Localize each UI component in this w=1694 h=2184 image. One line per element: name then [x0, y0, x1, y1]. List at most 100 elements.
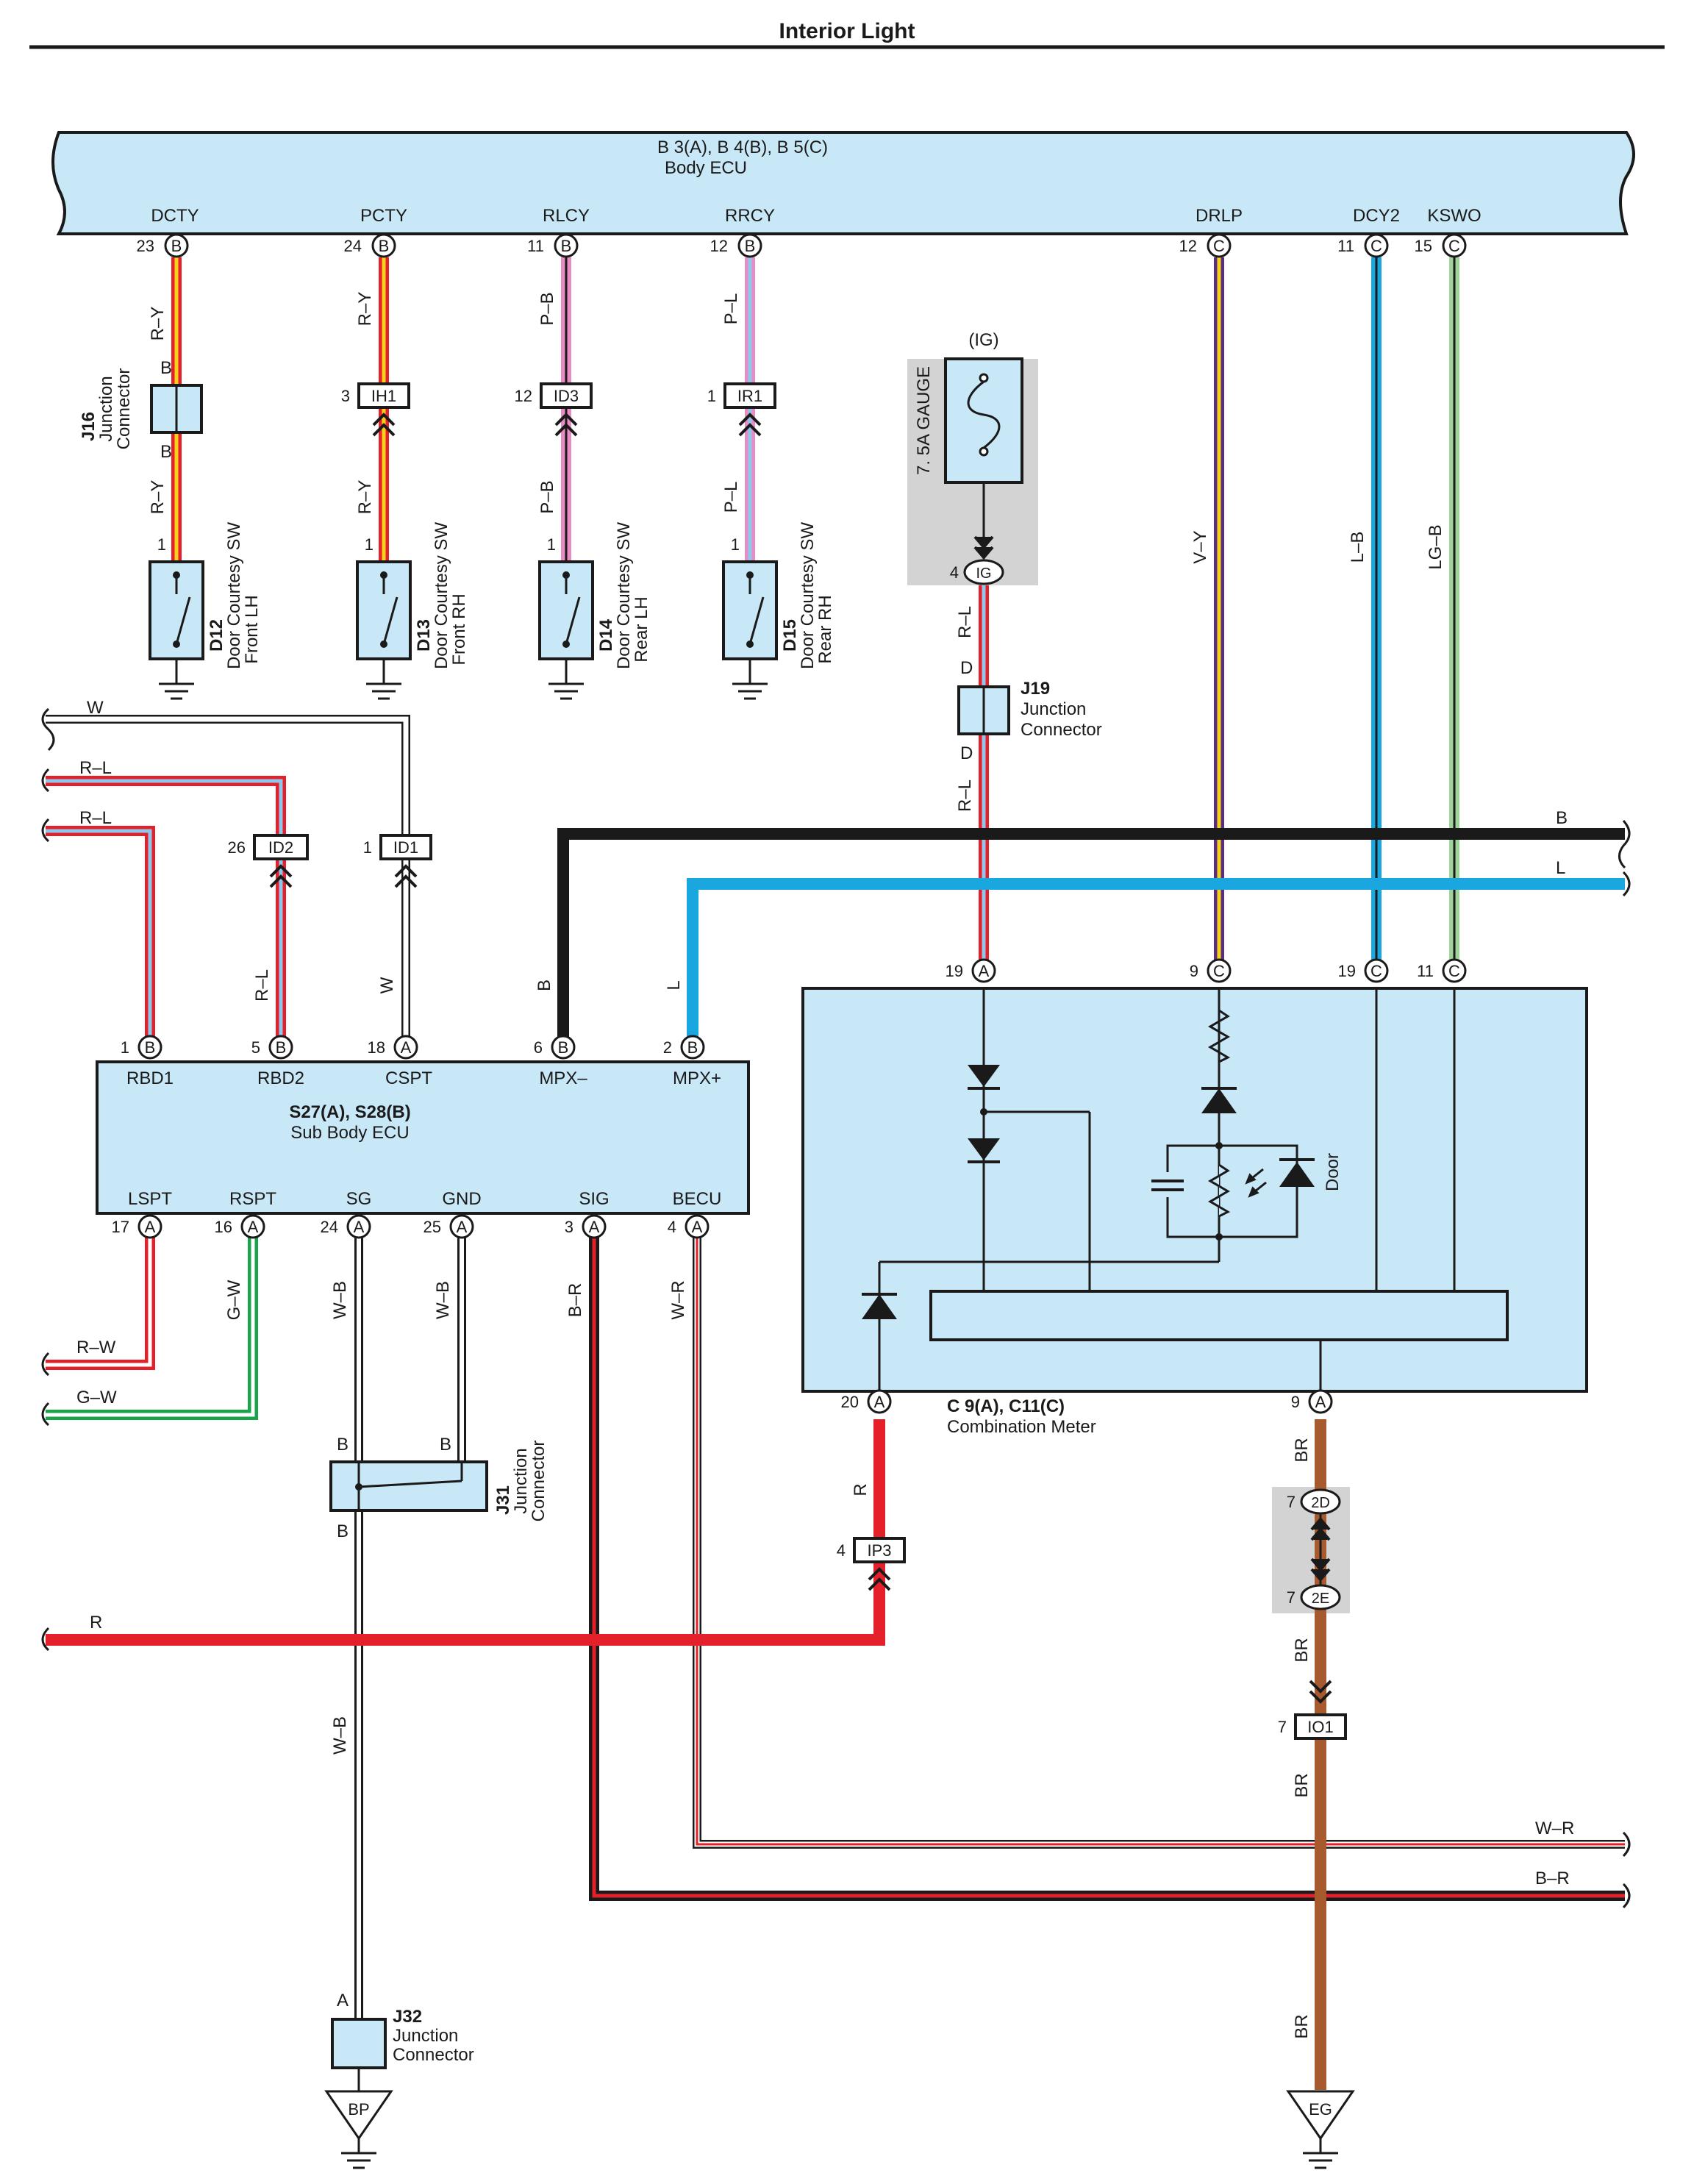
wire-label-r-l-left-2: R–L	[79, 808, 112, 828]
terminal-dcy2: DCY2	[1353, 206, 1400, 226]
j31-pin-3: B	[337, 1521, 349, 1541]
wire-w-id1	[46, 715, 410, 1037]
wire-label-g-w: G–W	[76, 1388, 117, 1407]
sub-pin-gnd	[449, 1214, 474, 1239]
sub-pin-rbd1-conn: B	[145, 1038, 156, 1057]
sub-pin-mpx-plus-num: 2	[663, 1038, 672, 1057]
sub-ecu-label-mpx-plus: MPX+	[673, 1068, 721, 1088]
j32-line-1: Junction	[393, 2026, 458, 2046]
meter-diode-2	[968, 1138, 1000, 1160]
wire-label-r-l-ig-b: R–L	[955, 779, 975, 812]
meter-pin-9c	[1207, 958, 1232, 983]
meter-pin-9a	[1308, 1389, 1333, 1414]
sub-body-ecu: S27(A), S28(B) Sub Body ECU RBD1 RBD2 CS…	[96, 1060, 750, 1215]
sub-ecu-label-becu: BECU	[673, 1189, 722, 1209]
pin-pcty-conn: B	[379, 237, 390, 255]
sub-body-ecu-pins: B 1 B 5 A 18 B 6 B 2 A 17 A 16 A 24 A 25…	[112, 1035, 710, 1239]
wire-break-left	[41, 707, 55, 1652]
wire-label-p-l-a: P–L	[721, 293, 741, 325]
sub-pin-becu-conn: A	[692, 1218, 703, 1236]
meter-pin-11c-num: 11	[1417, 962, 1434, 980]
d14-pin: 1	[547, 535, 556, 554]
d12-line-2: Front LH	[242, 595, 262, 663]
sub-pin-sg-conn: A	[354, 1218, 365, 1236]
sub-ecu-label-sg: SG	[346, 1189, 372, 1209]
sub-pin-gnd-conn: A	[457, 1218, 468, 1236]
sub-pin-cspt-conn: A	[401, 1038, 412, 1057]
meter-resistor-2	[1208, 1163, 1231, 1218]
sub-pin-gnd-num: 25	[424, 1218, 441, 1236]
ir1-name: IR1	[737, 387, 762, 405]
j31-id: J31	[493, 1485, 513, 1515]
d15-line-2: Rear RH	[815, 595, 835, 663]
wire-label-w-r: W–R	[1535, 1819, 1574, 1838]
d14-door-courtesy-switch: 1 D14 Door Courtesy SW Rear LH	[538, 522, 651, 700]
pin-rrcy	[737, 233, 762, 258]
fuse-name: 7. 5A GAUGE	[914, 366, 934, 475]
terminal-pcty: PCTY	[360, 206, 407, 226]
ground-bp-label: BP	[348, 2100, 369, 2119]
io1-connector: IO1 7	[1278, 1680, 1347, 1740]
pin-rrcy-conn: B	[745, 237, 756, 255]
j32-line-2: Connector	[393, 2045, 474, 2065]
ir1-connector: IR1 1	[707, 382, 776, 437]
d12-id: D12	[207, 619, 226, 652]
wire-r-l-id2	[46, 776, 286, 1037]
d14-line-1: Door Courtesy SW	[614, 522, 634, 669]
d13-door-courtesy-switch: 1 D13 Door Courtesy SW Front RH	[356, 522, 469, 700]
meter-pin-19a-conn: A	[979, 962, 990, 980]
meter-pin-19a-num: 19	[946, 962, 963, 980]
j16-line-2: Connector	[114, 368, 134, 450]
meter-pin-19c-conn: C	[1370, 962, 1382, 980]
meter-name: C 9(A), C11(C)	[947, 1396, 1065, 1416]
wire-label-w-id1: W	[377, 977, 397, 993]
wire-label-b-r-sig: B–R	[565, 1283, 585, 1318]
sub-pin-sg	[346, 1214, 371, 1239]
id1-pin: 1	[363, 838, 372, 857]
wire-label-br-4: BR	[1292, 2014, 1312, 2038]
wire-label-w-b-gnd: W–B	[433, 1281, 453, 1319]
wire-label-p-b-b: P–B	[537, 480, 557, 513]
meter-diode-3	[1201, 1088, 1237, 1113]
wire-label-w-left: W	[87, 698, 104, 718]
pin-drlp	[1207, 233, 1232, 258]
sub-pin-lspt-conn: A	[145, 1218, 156, 1236]
id3-connector: ID3 12	[515, 382, 593, 437]
d15-line-1: Door Courtesy SW	[798, 522, 818, 669]
gauge-fuse: (IG) 7. 5A GAUGE IG 4	[907, 330, 1038, 585]
wire-lspt-r-w	[46, 1235, 155, 1370]
sub-pin-mpx-minus-conn: B	[558, 1038, 569, 1057]
pin-dcty-num: 23	[137, 237, 154, 255]
sub-ecu-label-mpx-minus: MPX–	[539, 1068, 587, 1088]
pin-rlcy	[554, 233, 579, 258]
ih1-pin: 3	[341, 387, 350, 405]
terminal-kswo: KSWO	[1427, 206, 1481, 226]
j16-pin-bottom: B	[160, 442, 172, 462]
terminal-rrcy: RRCY	[725, 206, 775, 226]
d12-door-courtesy-switch: 1 D12 Door Courtesy SW Front LH	[149, 522, 262, 700]
d13-line-2: Front RH	[449, 593, 469, 665]
j19-pin-bottom: D	[960, 743, 973, 763]
pin-dcy2-num: 11	[1337, 237, 1354, 255]
wire-label-br-1: BR	[1292, 1438, 1312, 1462]
pin-rrcy-num: 12	[710, 237, 728, 255]
d14-line-2: Rear LH	[632, 596, 651, 662]
pin-drlp-conn: C	[1213, 237, 1225, 255]
d14-id: D14	[596, 618, 616, 652]
pin-pcty-num: 24	[344, 237, 362, 255]
wire-label-w-r-becu: W–R	[668, 1280, 688, 1319]
io1-name: IO1	[1307, 1718, 1333, 1736]
j16-id: J16	[79, 412, 99, 441]
meter-pin-19c-num: 19	[1338, 962, 1356, 980]
id3-pin: 12	[515, 387, 532, 405]
sub-ecu-label-gnd: GND	[442, 1189, 481, 1209]
body-ecu-sub: Body ECU	[665, 158, 747, 178]
d13-id: D13	[414, 619, 434, 652]
sub-ecu-label-rbd1: RBD1	[126, 1068, 174, 1088]
meter-led	[1279, 1162, 1315, 1187]
j31-line-1: Junction	[511, 1448, 531, 1513]
meter-pin-20a-num: 20	[841, 1393, 859, 1411]
sub-pin-rbd2	[268, 1035, 293, 1060]
pin-dcty	[164, 233, 189, 258]
